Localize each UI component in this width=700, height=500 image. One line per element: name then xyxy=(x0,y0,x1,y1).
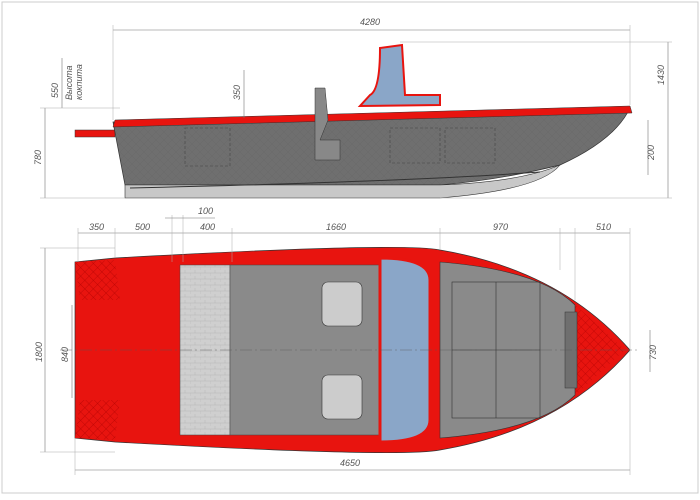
dim-stern-width: 840 xyxy=(60,347,70,362)
dim-beam: 1800 xyxy=(34,342,44,362)
dim-cockpit-height: 550 xyxy=(50,83,60,98)
seat xyxy=(314,87,341,161)
dim-side-height: 780 xyxy=(33,150,43,165)
dim-seg-5: 1660 xyxy=(326,222,346,232)
sponson-hatch xyxy=(75,260,120,440)
label-cockpit-2: кокпита xyxy=(74,64,84,100)
dim-overall-length: 4280 xyxy=(360,17,380,27)
top-dimensions: 350 500 100 400 1660 970 510 1800 840 73… xyxy=(34,206,658,475)
dim-seg-2: 500 xyxy=(135,222,150,232)
dim-seat-height: 350 xyxy=(232,85,242,100)
seat-top xyxy=(321,281,363,327)
dim-seg-1: 350 xyxy=(89,222,104,232)
top-view xyxy=(60,246,640,454)
hull-side xyxy=(112,107,631,186)
dim-seg-4: 400 xyxy=(200,222,215,232)
side-view xyxy=(74,43,633,199)
bow-hatch xyxy=(570,300,625,400)
hull-bottom xyxy=(124,164,561,199)
locker-outline xyxy=(184,127,231,167)
side-dimensions: 4280 550 Высота кокпита 780 350 1430 200 xyxy=(33,17,672,199)
label-cockpit-1: Высота xyxy=(64,65,74,100)
windshield xyxy=(357,43,441,108)
dim-bow-width: 730 xyxy=(648,345,658,360)
locker-outline xyxy=(444,127,496,164)
dim-seg-6: 970 xyxy=(493,222,508,232)
tow-bar xyxy=(74,129,116,138)
locker-outline xyxy=(389,127,441,164)
dim-seg-3: 100 xyxy=(198,206,213,216)
dim-overall-height: 1430 xyxy=(656,65,666,85)
gunwale-stripe xyxy=(112,105,633,128)
dim-overall-length-top: 4650 xyxy=(340,458,360,468)
spray-rail xyxy=(129,171,541,189)
seat-bottom xyxy=(321,374,363,420)
dim-transom: 200 xyxy=(646,145,656,161)
dim-seg-7: 510 xyxy=(596,222,611,232)
